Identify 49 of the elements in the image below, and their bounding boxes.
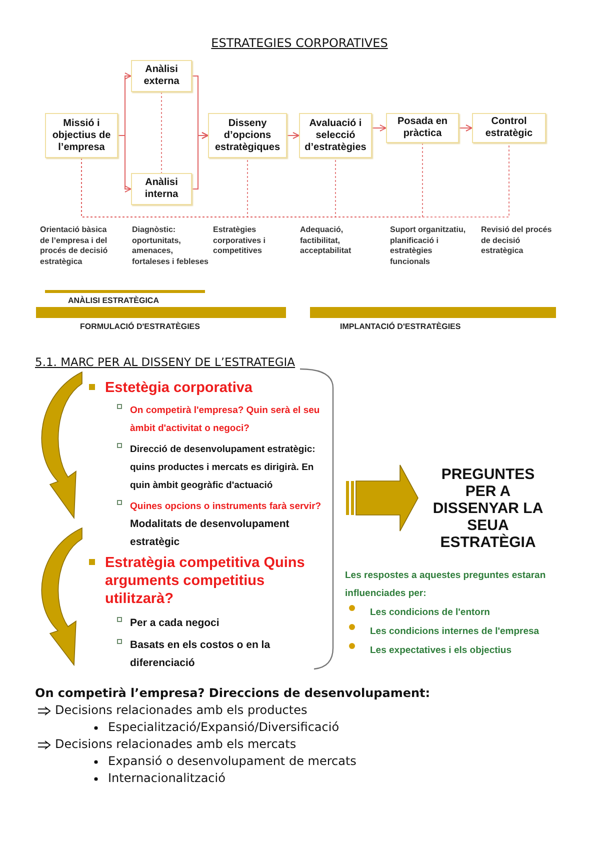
bullet-text: Quines opcions o instruments farà servir? (130, 501, 322, 512)
bullet-heading: Estetègia corporativa (105, 380, 252, 396)
list-text: Decisions relacionades amb els mercats (55, 737, 298, 751)
arrow (286, 132, 300, 139)
list-text: Decisions relacionades amb els productes (55, 703, 308, 717)
arrow (458, 124, 472, 132)
bullet-text: On competirà l'empresa? Quin serà el seu àmbit d'activitat o negoci? (130, 405, 320, 434)
bullet-text: Direcció de desenvolupament estratègic: quins productes i mercats es dirigirà. En quin àmbit geogràfic d'actuació (130, 444, 316, 491)
box-label: Control estratègic (484, 116, 534, 140)
process-box (131, 173, 192, 205)
list-text: Especialització/Expansió/Diversificació (108, 720, 340, 734)
process-box (472, 113, 546, 143)
arrow (372, 124, 386, 132)
subheading: On competirà l’empresa? Direccions de desenvolupament: (35, 686, 432, 700)
bullet-text: Modalitats de desenvolupament estratègic (130, 518, 290, 548)
description-text: Diagnòstic: oportunitats, amenaces, fortaleses i febleses (132, 225, 210, 267)
list-text: Expansió o desenvolupament de mercats (108, 754, 358, 768)
list-text: Internacionalització (108, 771, 226, 785)
process-box (131, 60, 192, 92)
bullet-heading: Estratègia competitiva Quins arguments competitius utilitzarà? (105, 555, 305, 607)
bullet-text: Basats en els costos o en la diferenciació (130, 639, 270, 669)
process-box (386, 113, 459, 143)
description-text: Adequació, factibilitat, acceptabilitat (300, 225, 352, 256)
box-label: Anàlisi externa (142, 64, 180, 88)
section-heading: 5.1. MARC PER AL DISSENY DE L’ESTRATEGIA (35, 355, 296, 369)
question-heading: PREGUNTES PER A DISSENYAR LA SEUA ESTRATÈGIA (432, 466, 544, 551)
bullet-text: Les condicions de l'entorn (370, 607, 490, 618)
page-title: ESTRATEGIES CORPORATIVES (210, 36, 389, 50)
phase-label: FORMULACIÓ D'ESTRATÈGIES (80, 322, 201, 331)
phase-label: ANÀLISI ESTRATÈGICA (68, 296, 160, 305)
process-box (208, 113, 287, 158)
phase-label: IMPLANTACIÓ D'ESTRATÈGIES (340, 322, 462, 331)
note-text: Les respostes a aquestes preguntes estaran influenciades per: (345, 570, 546, 599)
bullet-text: Les expectatives i els objectius (370, 645, 512, 656)
dashed-connector (81, 142, 510, 218)
dashed-connector (161, 92, 162, 174)
description-text: Estratègies corporatives i competitives (213, 225, 266, 256)
arrow (192, 132, 208, 190)
process-box (45, 113, 118, 158)
description-text: Orientació bàsica de l’empresa i del procés de decisió estratègica (40, 225, 109, 267)
description-text: Suport organitzatiu, planificació i estratègies funcionals (390, 225, 466, 267)
box-label: Disseny d’opcions estratègiques (214, 118, 282, 154)
bullet-text: Les condicions internes de l'empresa (370, 626, 540, 637)
box-label: Avaluació i selecció d’estratègies (304, 118, 368, 154)
bullet-text: Per a cada negoci (130, 617, 220, 629)
box-label: Missió i objectius de l’empresa (51, 118, 112, 154)
description-text: Revisió del procés de decisió estratègica (481, 225, 553, 256)
box-label: Anàlisi interna (144, 177, 180, 201)
box-label: Posada en pràctica (396, 116, 449, 140)
